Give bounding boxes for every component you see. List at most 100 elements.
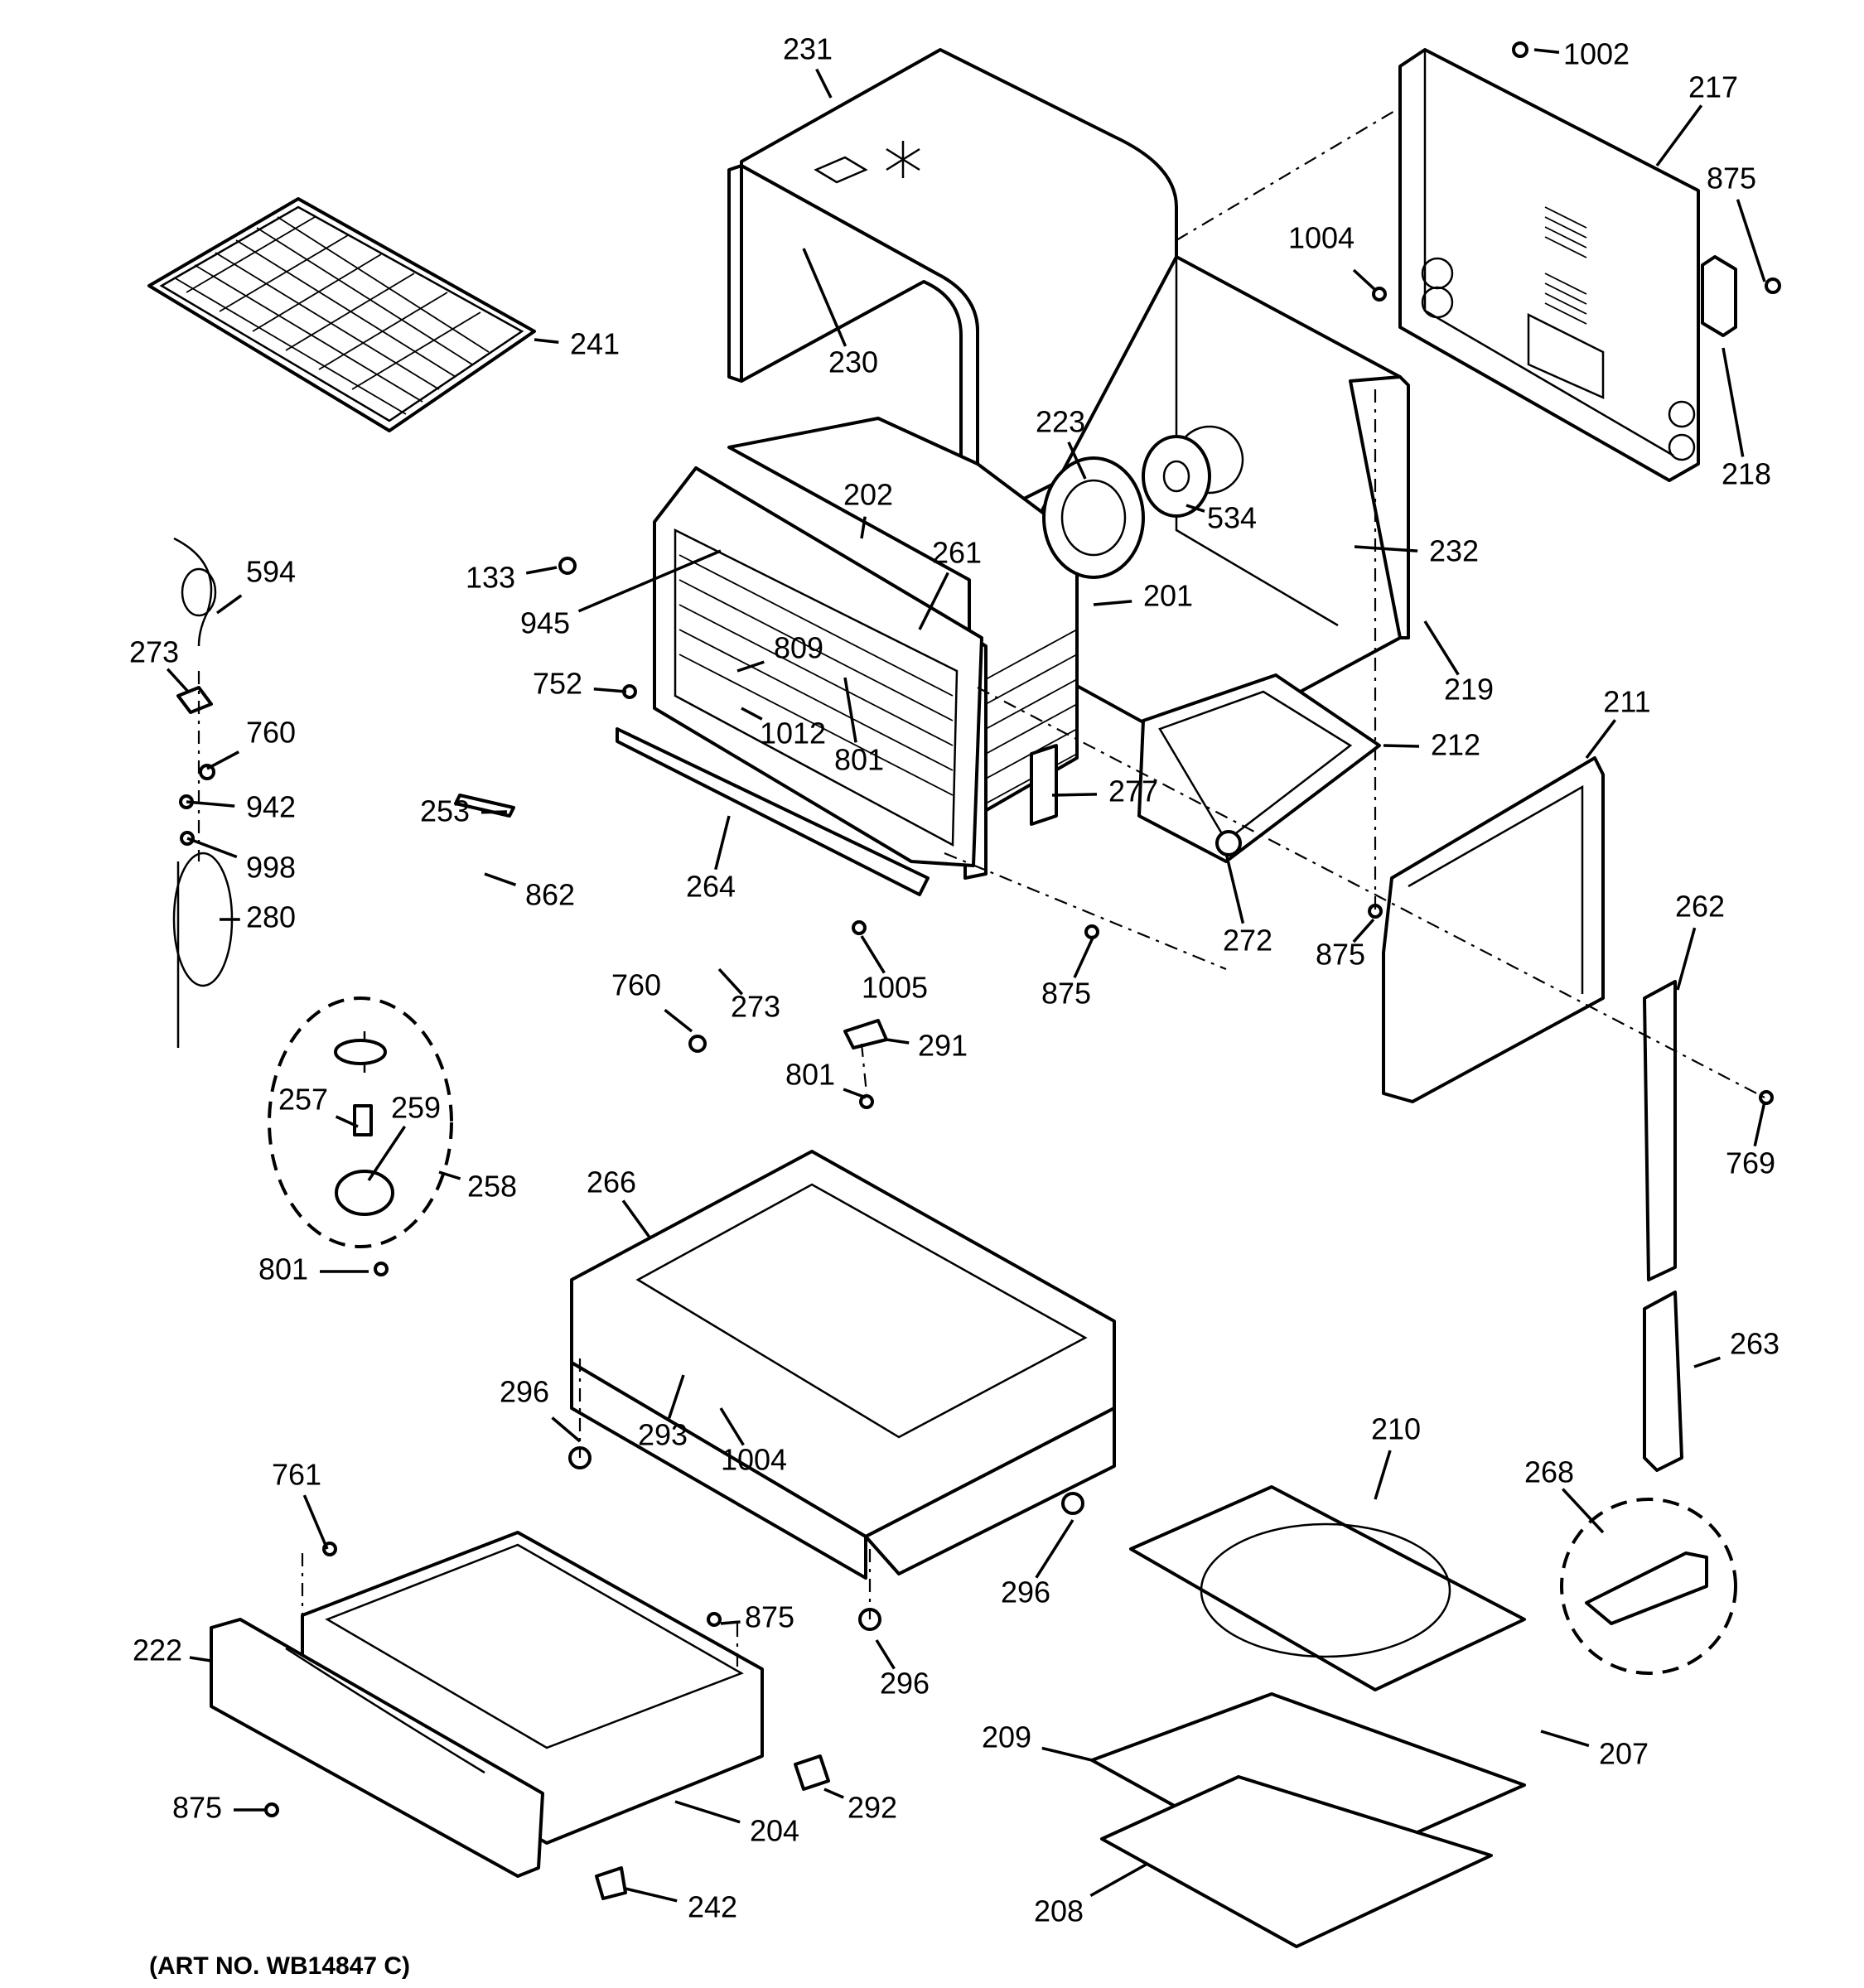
leader-line-534 [1186, 504, 1205, 513]
callout-label-202: 202 [843, 478, 893, 512]
leader-line-232 [1354, 545, 1418, 552]
leader-line-769 [1753, 1101, 1766, 1146]
alignment-lines [197, 107, 1765, 1669]
callout-label-218: 218 [1722, 457, 1771, 491]
callout-label-208: 208 [1034, 1894, 1084, 1928]
callout-label-259: 259 [391, 1091, 441, 1125]
leader-line-263 [1693, 1356, 1721, 1368]
leader-line-272 [1224, 852, 1245, 924]
leader-line-218 [1722, 347, 1745, 457]
leader-line-296 [875, 1639, 896, 1670]
callout-label-594: 594 [246, 555, 296, 589]
leader-line-594 [215, 594, 243, 615]
callout-label-223: 223 [1036, 405, 1085, 439]
callout-label-261: 261 [932, 536, 982, 570]
leader-line-291 [886, 1038, 910, 1045]
leader-line-875 [1073, 935, 1095, 978]
leader-line-296 [1035, 1519, 1074, 1579]
leader-line-1012 [741, 707, 763, 721]
callout-label-201: 201 [1143, 579, 1193, 613]
leader-line-241 [534, 338, 559, 344]
callout-label-266: 266 [587, 1165, 636, 1199]
leader-line-875 [1736, 199, 1766, 282]
callout-label-1004: 1004 [1288, 221, 1355, 255]
leader-line-998 [186, 837, 238, 859]
leader-line-273 [166, 668, 191, 694]
callout-label-204: 204 [750, 1814, 799, 1848]
back-panel-217 [1398, 48, 1737, 482]
leader-line-942 [186, 800, 235, 808]
callout-label-231: 231 [783, 32, 833, 66]
leader-line-752 [593, 687, 627, 693]
leader-line-296 [551, 1416, 582, 1443]
leader-line-1005 [860, 935, 886, 974]
leader-line-223 [1067, 442, 1087, 480]
leader-line-202 [860, 516, 867, 539]
callout-label-760: 760 [246, 716, 296, 750]
trim-262 [1643, 980, 1683, 1472]
callout-label-264: 264 [686, 870, 736, 904]
callout-label-1005: 1005 [862, 971, 928, 1005]
leader-line-231 [815, 68, 833, 99]
leader-line-219 [1423, 620, 1460, 676]
callout-label-875: 875 [1707, 162, 1756, 195]
callout-label-875: 875 [745, 1600, 794, 1634]
callout-label-296: 296 [1001, 1575, 1050, 1609]
callout-label-207: 207 [1599, 1737, 1649, 1771]
leader-line-292 [823, 1788, 844, 1799]
leader-line-875 [720, 1620, 741, 1625]
leader-line-266 [621, 1199, 652, 1240]
leader-line-862 [484, 872, 517, 886]
leader-line-761 [302, 1494, 329, 1550]
leader-line-242 [625, 1887, 678, 1903]
leader-line-253 [480, 810, 508, 814]
leader-line-204 [674, 1800, 741, 1824]
leader-line-809 [736, 660, 765, 673]
callout-label-875: 875 [1316, 938, 1365, 972]
igniter-assembly-258 [268, 996, 453, 1248]
callout-label-801: 801 [258, 1252, 308, 1286]
callout-label-230: 230 [828, 345, 878, 379]
leader-line-222 [189, 1656, 212, 1662]
leader-line-262 [1676, 927, 1697, 991]
callout-label-210: 210 [1371, 1412, 1421, 1446]
art-number-caption: (ART NO. WB14847 C) [149, 1952, 410, 1980]
callout-label-296: 296 [880, 1667, 930, 1701]
leader-line-208 [1089, 1862, 1148, 1898]
callout-leaders [166, 48, 1766, 1903]
leader-line-207 [1540, 1730, 1590, 1748]
callout-label-262: 262 [1675, 890, 1725, 924]
callout-label-801: 801 [785, 1058, 835, 1092]
callout-label-258: 258 [467, 1170, 517, 1204]
leader-line-257 [335, 1115, 359, 1128]
leader-line-801 [843, 1088, 867, 1099]
leader-line-258 [438, 1170, 461, 1180]
leader-line-230 [802, 248, 847, 347]
leader-line-1004 [1352, 268, 1377, 292]
callout-label-945: 945 [520, 606, 570, 640]
callout-label-998: 998 [246, 851, 296, 885]
leader-line-210 [1374, 1450, 1392, 1500]
leader-line-217 [1655, 104, 1703, 167]
callout-label-263: 263 [1730, 1327, 1779, 1361]
leader-line-801 [843, 677, 857, 743]
callout-label-293: 293 [638, 1418, 688, 1452]
leader-line-273 [717, 967, 744, 996]
callout-label-272: 272 [1223, 924, 1272, 958]
callout-label-268: 268 [1524, 1455, 1574, 1489]
side-panel-211 [1382, 756, 1605, 1103]
cooktop-210 [1090, 1485, 1526, 1948]
callout-label-1012: 1012 [760, 717, 826, 750]
leader-line-277 [1051, 793, 1098, 797]
callout-label-296: 296 [500, 1375, 549, 1409]
callout-label-212: 212 [1431, 728, 1480, 762]
leader-line-760 [664, 1008, 693, 1033]
warming-drawer-222 [210, 1531, 764, 1878]
callout-label-801: 801 [834, 743, 884, 777]
temperature-probe-594 [172, 537, 234, 1048]
callout-label-277: 277 [1108, 774, 1158, 808]
oven-wrapper-231 [727, 48, 1178, 524]
oven-liner-202 [616, 417, 1079, 896]
leader-line-945 [577, 549, 722, 613]
callout-label-875: 875 [1041, 977, 1091, 1011]
